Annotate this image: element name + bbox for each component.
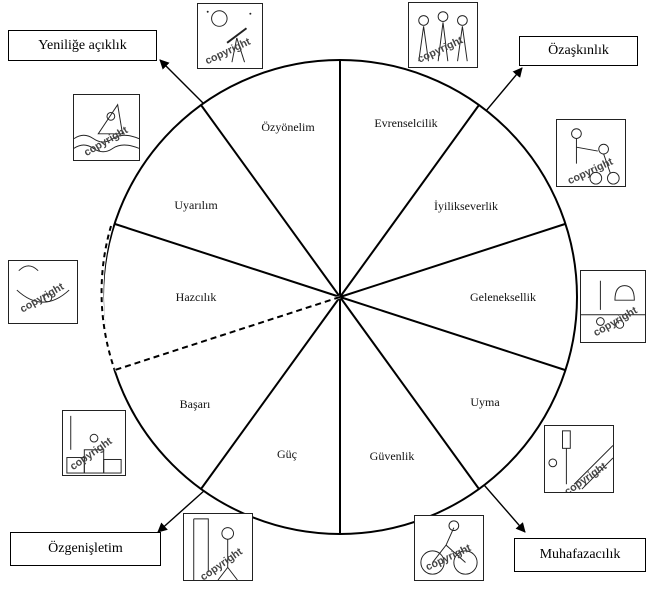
hammock-relaxing-illustration: copyright xyxy=(8,260,78,324)
spoke xyxy=(339,223,566,298)
svg-text:copyright: copyright xyxy=(82,124,130,159)
arrow-conservation xyxy=(477,477,526,533)
segment-label-conformity: Uyma xyxy=(470,395,500,409)
corner-box-self-enhancement: Özgenişletim xyxy=(10,532,161,566)
corner-box-self-transcendence: Özaşkınlık xyxy=(519,36,638,66)
spoke xyxy=(339,296,566,371)
spoke xyxy=(200,104,341,298)
group-of-people-illustration: copyright xyxy=(408,2,478,68)
guard-at-gate-illustration: copyright xyxy=(183,513,253,581)
corner-box-openness: Yeniliğe açıklık xyxy=(8,30,157,61)
svg-text:copyright: copyright xyxy=(424,542,473,574)
segment-label-self-direction: Özyönelim xyxy=(261,120,315,134)
spoke xyxy=(200,296,341,490)
windsurfer-illustration: copyright xyxy=(73,94,140,161)
hedonism-dashed-arc xyxy=(100,225,115,369)
segment-label-hedonism: Hazcılık xyxy=(176,290,217,304)
segment-label-achievement: Başarı xyxy=(180,397,211,411)
segment-label-security: Güvenlik xyxy=(370,449,415,463)
segment-label-tradition: Geleneksellik xyxy=(470,290,536,304)
crosswalk-traffic-light-illustration: copyright xyxy=(544,425,614,493)
svg-text:copyright: copyright xyxy=(591,304,639,339)
spoke xyxy=(339,104,480,298)
winners-podium-illustration: copyright xyxy=(62,410,126,476)
arrow-self-enhancement xyxy=(157,489,206,533)
spoke xyxy=(339,296,480,490)
stargazer-telescope-illustration: copyright xyxy=(197,3,263,69)
segment-label-universalism: Evrenselcilik xyxy=(374,116,437,130)
svg-text:copyright: copyright xyxy=(203,36,252,68)
mosque-and-family-illustration: copyright xyxy=(580,270,646,343)
svg-text:copyright: copyright xyxy=(562,460,609,492)
corner-box-conservation: Muhafazacılık xyxy=(514,538,646,572)
segment-label-stimulation: Uyarılım xyxy=(174,198,218,212)
helping-person-up-illustration: copyright xyxy=(556,119,626,187)
cyclist-with-helmet-illustration: copyright xyxy=(414,515,484,581)
spoke xyxy=(114,223,341,298)
hedonism-dashed-spoke-bg xyxy=(114,295,341,372)
segment-label-power: Güç xyxy=(277,447,297,461)
segment-label-benevolence: İyilikseverlik xyxy=(434,199,498,213)
